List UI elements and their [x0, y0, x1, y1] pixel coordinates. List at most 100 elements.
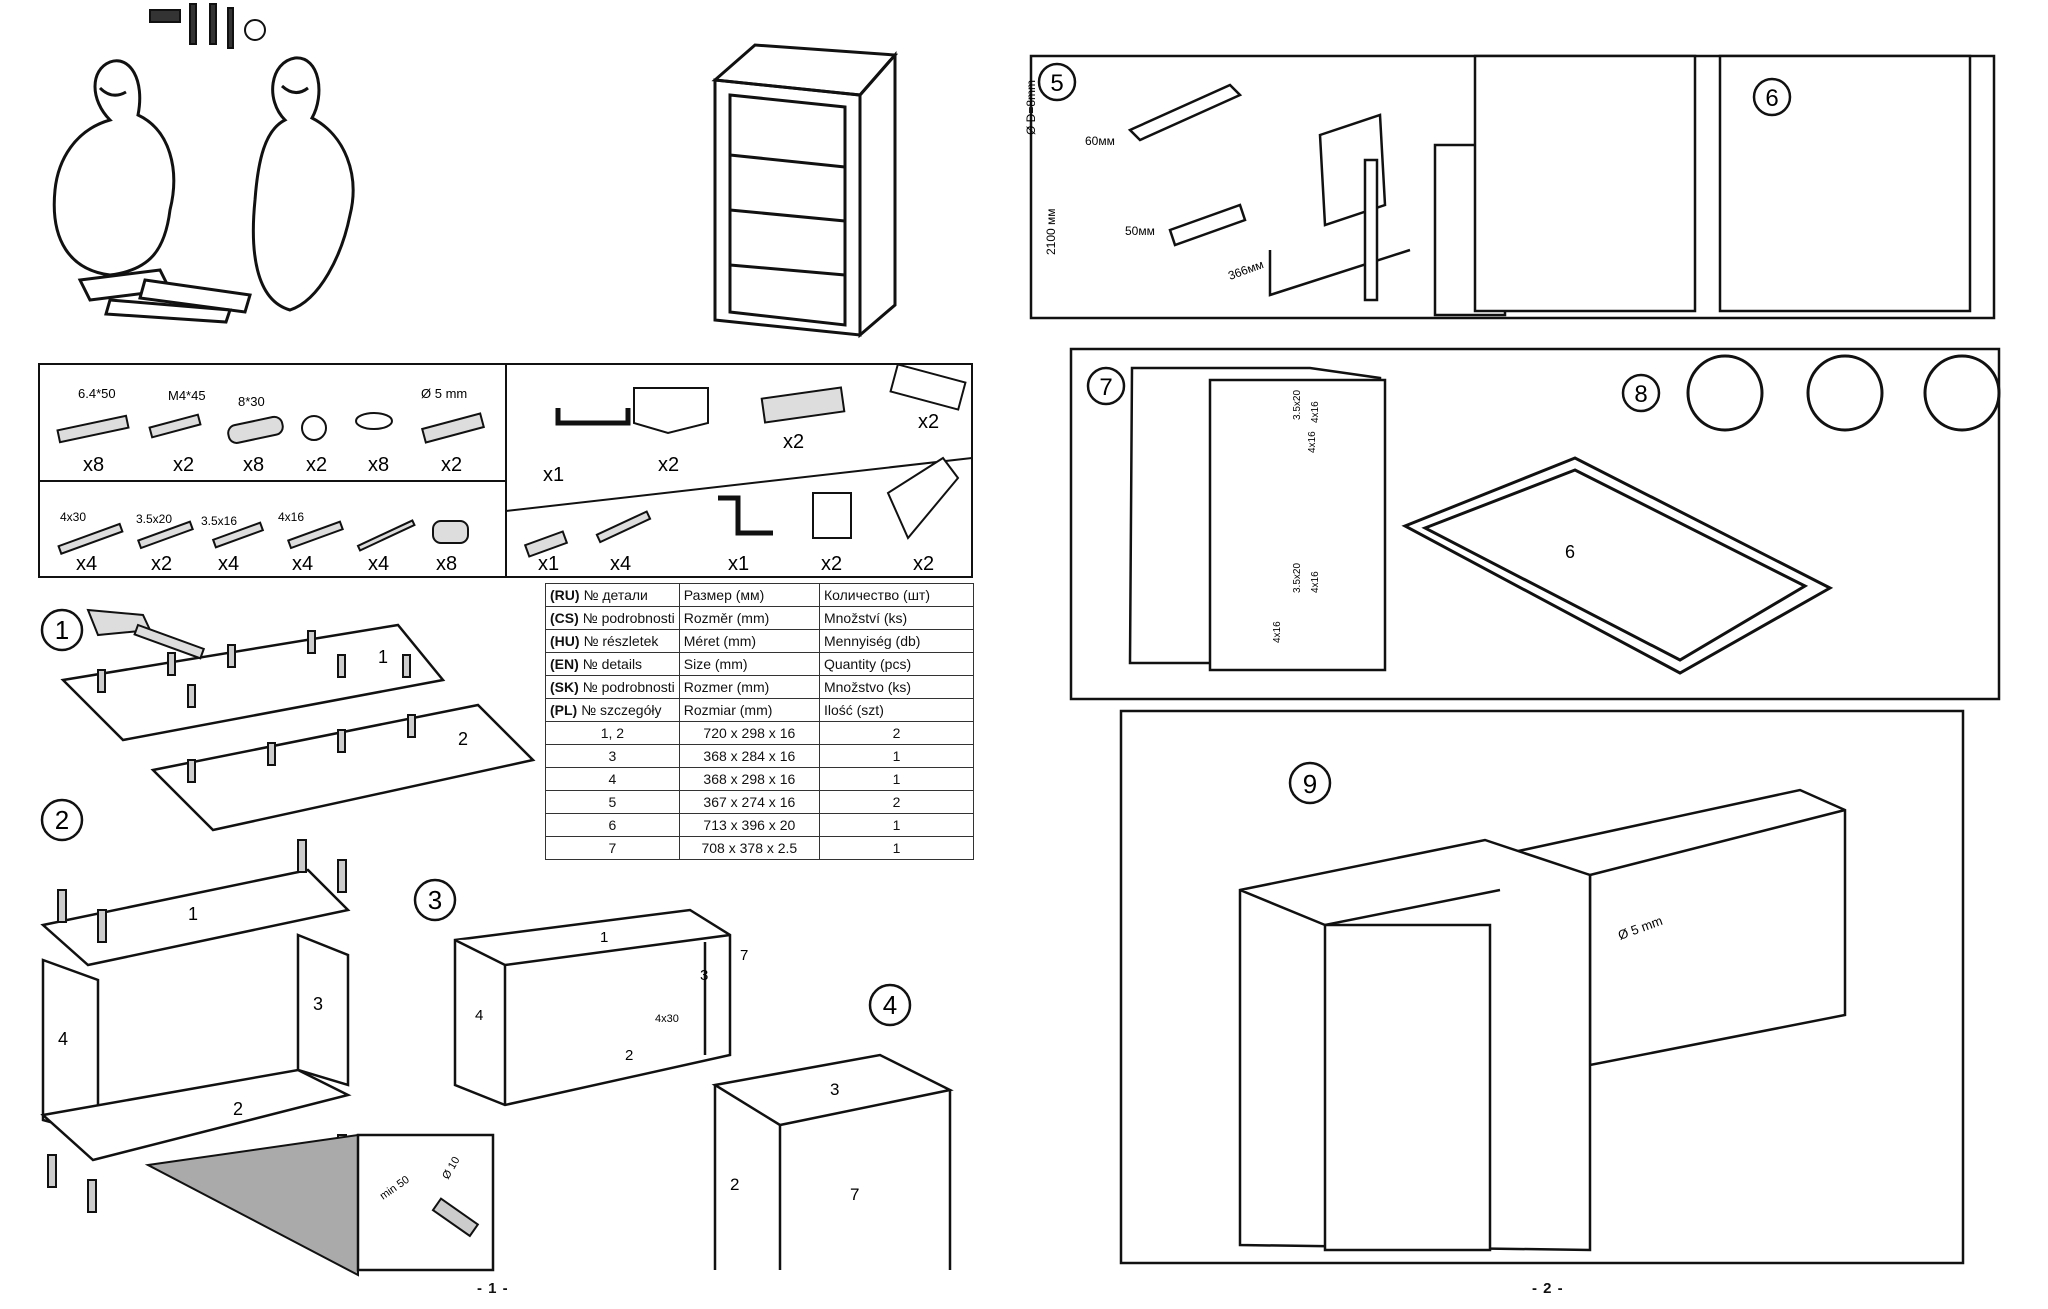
cell-qty: 1	[818, 744, 975, 768]
step-number: 7	[1099, 374, 1112, 401]
part-label: 7	[850, 1185, 859, 1204]
part-label: 2	[730, 1175, 739, 1194]
header-qty: Mennyiség (db)	[818, 629, 975, 653]
fitting-qty: x8	[436, 553, 457, 575]
step-4-illustration: 4 3 2 7	[711, 983, 954, 1270]
step-number: 2	[55, 805, 69, 835]
fitting-qty: x1	[538, 553, 559, 575]
header-qty: Množstvo (ks)	[818, 675, 975, 699]
screw-label: 4x30	[655, 1013, 679, 1025]
fitting-label: Ø 5 mm	[421, 386, 467, 401]
part-label: 1	[188, 904, 198, 924]
lang-code: (PL)	[550, 702, 578, 718]
step-number: 6	[1765, 85, 1778, 112]
part-label: 2	[233, 1099, 243, 1119]
fitting-qty: x2	[913, 553, 934, 575]
page-number-left: - 1 -	[477, 1280, 509, 1297]
screw-label: 3.5x20	[1292, 390, 1303, 420]
fitting-qty: x2	[821, 553, 842, 575]
lang-code: (EN)	[550, 656, 579, 672]
table-row: 5 367 x 274 x 16 2	[545, 790, 975, 814]
header-size: Rozmiar (mm)	[678, 698, 820, 722]
screw-label: 4x16	[1272, 621, 1283, 643]
header-size: Size (mm)	[678, 652, 820, 676]
cabinet-overview	[711, 43, 899, 339]
cell-part: 5	[545, 790, 680, 814]
dim-label: 2100 мм	[1044, 208, 1058, 255]
cell-qty: 1	[818, 767, 975, 791]
cell-part: 4	[545, 767, 680, 791]
part-label: 4	[58, 1029, 68, 1049]
fitting-qty: x2	[306, 454, 327, 476]
fitting-label: 4x16	[278, 510, 304, 524]
header-part: № details	[582, 656, 643, 672]
screw-label: 4x16	[1307, 431, 1318, 453]
cell-size: 368 x 284 x 16	[678, 744, 820, 768]
cell-qty: 2	[818, 721, 975, 745]
intro-illustration	[52, 3, 355, 324]
part-label: 4	[475, 1007, 483, 1024]
part-label: 1	[600, 929, 608, 946]
header-part: № podrobnosti	[582, 679, 675, 695]
fitting-qty: x8	[368, 454, 389, 476]
header-part: № részletek	[583, 633, 659, 649]
fitting-label: M4*45	[168, 388, 206, 403]
step-number: 5	[1050, 70, 1063, 97]
fitting-qty: x1	[543, 464, 564, 486]
table-row: 6 713 x 396 x 20 1	[545, 813, 975, 837]
part-label: 3	[313, 994, 323, 1014]
page-number-right: - 2 -	[1532, 1280, 1564, 1297]
lang-code: (SK)	[550, 679, 579, 695]
fitting-label: 3.5x16	[201, 514, 237, 528]
step-number: 3	[428, 885, 442, 915]
step-number: 9	[1303, 769, 1317, 799]
fitting-qty: x4	[368, 553, 389, 575]
part-label: 1	[378, 647, 388, 667]
step-5-6-panel: 5 Ø D=8mm 60мм 2100 мм 50мм 366мм 6	[1024, 54, 1996, 320]
fitting-qty: x2	[918, 411, 939, 433]
header-qty: Ilość (szt)	[818, 698, 975, 722]
step-9-panel: 9 Ø 5 mm	[1119, 709, 1965, 1265]
dim-label: 60мм	[1085, 134, 1115, 148]
header-part: № podrobnosti	[582, 610, 675, 626]
table-row: 3 368 x 284 x 16 1	[545, 744, 975, 768]
fitting-qty: x1	[728, 553, 749, 575]
step-2-illustration: 2 1 4 3 2 min 50 Ø 10	[40, 798, 495, 1277]
fitting-label: 3.5x20	[136, 512, 172, 526]
fitting-qty: x8	[83, 454, 104, 476]
part-label: 3	[700, 967, 708, 984]
screw-label: 4x16	[1310, 401, 1321, 423]
cell-size: 713 x 396 x 20	[678, 813, 820, 837]
part-label: 2	[625, 1047, 633, 1064]
table-row: (PL) № szczegóły Rozmiar (mm) Ilość (szt…	[545, 698, 975, 722]
dim-label: Ø D=8mm	[1024, 80, 1038, 135]
cell-size: 720 x 298 x 16	[678, 721, 820, 745]
header-part: № детали	[583, 587, 648, 603]
header-qty: Množství (ks)	[818, 606, 975, 630]
lang-code: (CS)	[550, 610, 579, 626]
fitting-label: 6.4*50	[78, 386, 116, 401]
step-number: 1	[55, 615, 69, 645]
header-size: Размер (мм)	[678, 583, 820, 607]
step-number: 4	[883, 990, 897, 1020]
header-size: Rozměr (mm)	[678, 606, 820, 630]
fittings-panel: 6.4*50 M4*45 8*30 Ø 5 mm 4x30 3.5x20 3.5…	[38, 363, 973, 578]
step-1-illustration: 1 1 2	[40, 608, 536, 832]
table-row: (SK) № podrobnosti Rozmer (mm) Množstvo …	[545, 675, 975, 699]
table-row: (CS) № podrobnosti Rozměr (mm) Množství …	[545, 606, 975, 630]
table-row: (HU) № részletek Méret (mm) Mennyiség (d…	[545, 629, 975, 653]
header-size: Rozmer (mm)	[678, 675, 820, 699]
fitting-qty: x4	[292, 553, 313, 575]
fitting-qty: x4	[218, 553, 239, 575]
header-qty: Quantity (pcs)	[818, 652, 975, 676]
cell-part: 1, 2	[545, 721, 680, 745]
step-number: 8	[1634, 381, 1647, 408]
cell-qty: 1	[818, 836, 975, 860]
fitting-qty: x2	[783, 431, 804, 453]
dim-label: 50мм	[1125, 224, 1155, 238]
step-3-illustration: 3 1 4 3 2 7 4x30	[413, 878, 748, 1107]
cell-size: 708 x 378 x 2.5	[678, 836, 820, 860]
fitting-qty: x2	[151, 553, 172, 575]
cell-part: 7	[545, 836, 680, 860]
table-row: 7 708 x 378 x 2.5 1	[545, 836, 975, 860]
